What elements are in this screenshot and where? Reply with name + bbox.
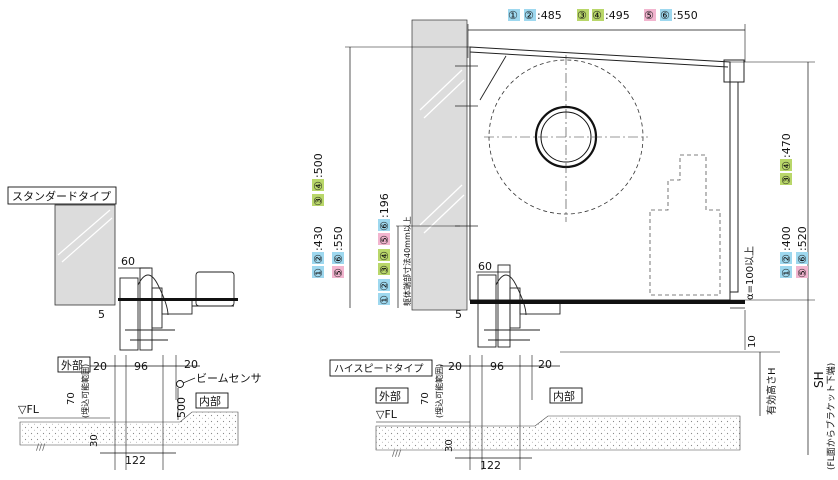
svg-text:⑤: ⑤ bbox=[378, 235, 391, 245]
svg-text::196: :196 bbox=[378, 193, 391, 218]
shutter-case bbox=[469, 46, 745, 301]
highspeed-inside-box bbox=[549, 387, 583, 404]
effective-height-label: 有効高さH bbox=[765, 367, 778, 415]
highspeed-type-label: ハイスピードタイプ bbox=[334, 363, 424, 375]
svg-text::400: :400 bbox=[780, 226, 793, 251]
svg-text:②: ② bbox=[378, 281, 391, 291]
svg-text:④: ④ bbox=[592, 9, 602, 22]
left-inner-dims: ① ② ③ ④ ⑤ ⑥ :196 bbox=[378, 193, 391, 305]
standard-beam-sensor-label: ビームセンサ bbox=[196, 372, 262, 385]
standard-wall bbox=[54, 204, 116, 306]
svg-text:①: ① bbox=[508, 9, 518, 22]
svg-text:④: ④ bbox=[378, 251, 391, 261]
standard-type-label: スタンダードタイプ bbox=[12, 189, 111, 203]
svg-text:③: ③ bbox=[312, 196, 325, 206]
svg-text:③: ③ bbox=[378, 265, 391, 275]
svg-text:④: ④ bbox=[780, 161, 793, 171]
svg-text:②: ② bbox=[312, 254, 325, 264]
svg-text:⑥: ⑥ bbox=[332, 254, 345, 264]
right-top-dims: ③ ④ :470 bbox=[780, 133, 793, 185]
standard-dim-122: 122 bbox=[125, 454, 146, 467]
svg-text:⑥: ⑥ bbox=[378, 221, 391, 231]
standard-dim-30: 30 bbox=[89, 434, 100, 447]
svg-text:⑤: ⑤ bbox=[644, 9, 654, 22]
svg-text:⑥: ⑥ bbox=[796, 254, 809, 264]
svg-text::500: :500 bbox=[312, 153, 325, 178]
standard-outside-label: 外部 bbox=[61, 358, 83, 372]
standard-rail-mechanism bbox=[119, 267, 235, 351]
standard-type-drawing: スタンダードタイプ 60 5 外部 20 96 20 bbox=[7, 186, 262, 470]
svg-text::550: :550 bbox=[332, 226, 345, 251]
svg-text::485: :485 bbox=[537, 9, 562, 22]
svg-text:②: ② bbox=[524, 9, 534, 22]
highspeed-dim-122: 122 bbox=[480, 459, 501, 472]
svg-text:②: ② bbox=[780, 254, 793, 264]
svg-text:⑤: ⑤ bbox=[796, 268, 809, 278]
highspeed-dim-60: 60 bbox=[478, 260, 492, 273]
svg-text:⑥: ⑥ bbox=[660, 9, 670, 22]
standard-dim-96: 96 bbox=[134, 360, 148, 373]
standard-dim-20a: 20 bbox=[93, 360, 107, 373]
standard-dim-70: 70 bbox=[66, 392, 77, 405]
standard-dim-20b: 20 bbox=[184, 358, 198, 371]
highspeed-inside-label: 内部 bbox=[553, 389, 575, 403]
standard-inside-box bbox=[195, 392, 229, 409]
standard-inside-label: 内部 bbox=[199, 394, 221, 408]
svg-text:///: /// bbox=[36, 443, 46, 453]
highspeed-dim-5: 5 bbox=[455, 308, 462, 321]
highspeed-type-drawing: ① ② :485 ③ ④ :495 ⑤ ⑥ :550 bbox=[312, 9, 837, 472]
frame-end-note: 躯体端部寸法40mm以上 bbox=[402, 216, 412, 306]
svg-text:③: ③ bbox=[577, 9, 587, 22]
svg-text::520: :520 bbox=[796, 226, 809, 251]
highspeed-outside-box bbox=[375, 387, 409, 404]
svg-text:①: ① bbox=[378, 295, 391, 305]
left-outer-dims: ① ② :430 ③ ④ :500 bbox=[312, 153, 325, 278]
highspeed-dim-96: 96 bbox=[490, 360, 504, 373]
standard-dim-70-note: (埋込可能範囲) bbox=[80, 364, 90, 418]
highspeed-dim-70-note: (埋込可能範囲) bbox=[434, 364, 444, 418]
svg-text:①: ① bbox=[312, 268, 325, 278]
highspeed-outside-label: 外部 bbox=[379, 389, 401, 403]
highspeed-dim-10: 10 bbox=[747, 335, 758, 348]
svg-text:③: ③ bbox=[780, 175, 793, 185]
sh-note: (FL面からブラケット下端) bbox=[825, 363, 837, 470]
highspeed-type-label-box bbox=[329, 359, 433, 377]
svg-text::470: :470 bbox=[780, 133, 793, 158]
motor-outline bbox=[649, 154, 721, 296]
svg-text:④: ④ bbox=[312, 181, 325, 191]
svg-text::550: :550 bbox=[673, 9, 698, 22]
standard-fl-label: ▽FL bbox=[18, 403, 40, 416]
highspeed-ground bbox=[375, 415, 741, 451]
highspeed-dim-20b: 20 bbox=[538, 358, 552, 371]
highspeed-fl-label: ▽FL bbox=[376, 408, 398, 421]
highspeed-wall bbox=[411, 19, 468, 311]
standard-outside-box bbox=[57, 356, 91, 373]
svg-text:⑤: ⑤ bbox=[332, 268, 345, 278]
svg-text:///: /// bbox=[392, 449, 402, 459]
standard-type-label-box bbox=[7, 186, 117, 205]
highspeed-dim-30: 30 bbox=[444, 439, 455, 452]
top-dim-header: ① ② :485 ③ ④ :495 ⑤ ⑥ :550 bbox=[508, 9, 698, 22]
highspeed-dim-70: 70 bbox=[420, 392, 431, 405]
standard-dim-500: 500 bbox=[175, 397, 188, 418]
svg-text::495: :495 bbox=[605, 9, 630, 22]
svg-text::430: :430 bbox=[312, 226, 325, 251]
highspeed-dim-20a: 20 bbox=[448, 360, 462, 373]
standard-dim-60: 60 bbox=[121, 255, 135, 268]
alpha-label: α=100以上 bbox=[744, 246, 756, 300]
standard-ground bbox=[19, 411, 239, 446]
right-dims: ① ② :400 bbox=[780, 226, 793, 278]
svg-text:①: ① bbox=[780, 268, 793, 278]
sh-label: SH bbox=[812, 371, 826, 388]
standard-dim-5: 5 bbox=[98, 308, 105, 321]
